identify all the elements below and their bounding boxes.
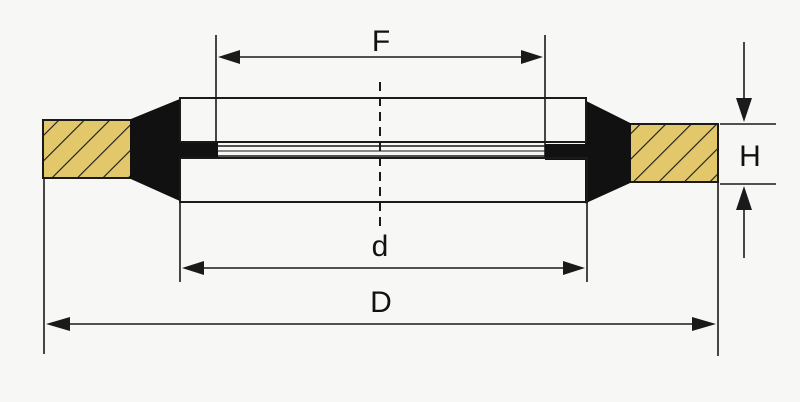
- label-D: D: [370, 286, 392, 319]
- label-F: F: [372, 25, 390, 58]
- lower-body-outline: [179, 157, 588, 203]
- arrow-D-right: [692, 317, 716, 331]
- arrow-H-top: [736, 98, 752, 122]
- left-hub-section: [130, 98, 181, 202]
- arrow-D-left: [46, 317, 70, 331]
- arrow-F-right: [521, 50, 543, 64]
- label-H: H: [739, 140, 761, 173]
- arrow-F-left: [218, 50, 240, 64]
- arrow-d-left: [182, 261, 204, 275]
- label-d: d: [372, 230, 389, 263]
- right-abrasive-section: [629, 123, 719, 183]
- right-bore-section: [545, 144, 587, 160]
- right-hub-section: [585, 100, 631, 204]
- arrow-d-right: [563, 261, 585, 275]
- left-bore-section: [180, 142, 218, 158]
- left-abrasive-section: [42, 119, 132, 179]
- arrow-H-bottom: [736, 186, 752, 210]
- upper-body-outline: [179, 97, 587, 143]
